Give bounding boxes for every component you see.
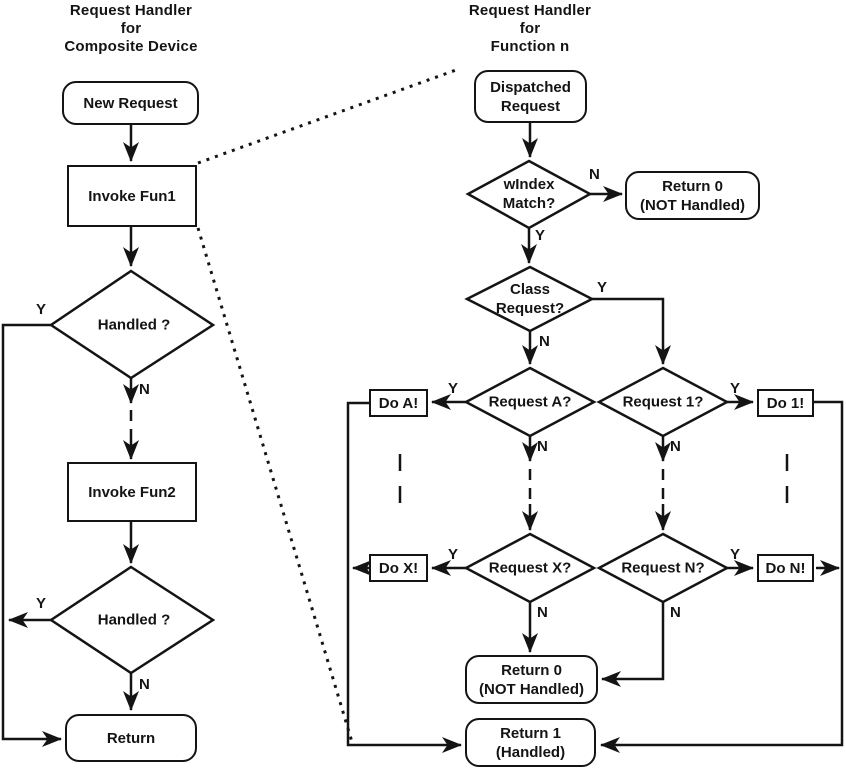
request-n-no-label: N (670, 604, 681, 621)
request-a-no-label: N (537, 438, 548, 455)
decision-windex-match: wIndex Match? (502, 176, 556, 212)
handled2-no-label: N (139, 676, 150, 693)
windex-yes-label: Y (535, 227, 546, 244)
diamond-handled2 (48, 565, 216, 675)
diamond-handled1 (48, 269, 216, 380)
node-do-n: Do N! (757, 554, 814, 582)
node-do-1: Do 1! (757, 389, 814, 417)
expansion-dotted-top (197, 68, 457, 165)
node-return0-bottom: Return 0 (NOT Handled) (465, 655, 598, 704)
request-x-no-label: N (537, 604, 548, 621)
left-diagram-title: Request Handler for Composite Device (64, 2, 198, 55)
node-return0-top: Return 0 (NOT Handled) (625, 171, 760, 220)
decision-request-x: Request X? (488, 559, 572, 577)
expansion-dotted-bottom (196, 227, 354, 743)
node-return1: Return 1 (Handled) (465, 718, 596, 767)
request-x-yes-label: Y (448, 546, 459, 563)
handled1-yes-label: Y (36, 301, 47, 318)
handled2-yes-label: Y (36, 595, 47, 612)
decision-request-n: Request N? (621, 559, 705, 577)
node-invoke-fun1: Invoke Fun1 (67, 165, 197, 227)
node-return: Return (65, 714, 197, 762)
decision-request-a: Request A? (488, 393, 572, 411)
decision-handled1: Handled ? (97, 316, 171, 334)
node-do-a: Do A! (369, 389, 428, 417)
node-new-request: New Request (62, 81, 199, 125)
class-yes-label: Y (597, 279, 608, 296)
handled1-no-label: N (139, 381, 150, 398)
decision-class-request: Class Request? (495, 281, 565, 317)
class-no-label: N (539, 333, 550, 350)
diamond-request-x (463, 532, 597, 604)
node-do-x: Do X! (369, 554, 428, 582)
request-1-no-label: N (670, 438, 681, 455)
windex-no-label: N (589, 166, 600, 183)
request-n-yes-label: Y (730, 546, 741, 563)
diamond-class-request (464, 265, 595, 333)
diamond-windex-match (465, 159, 593, 230)
decision-handled2: Handled ? (97, 611, 171, 629)
request-a-yes-label: Y (448, 380, 459, 397)
request-1-yes-label: Y (730, 380, 741, 397)
decision-request-1: Request 1? (622, 393, 704, 411)
node-dispatched-request: Dispatched Request (474, 70, 587, 123)
diamond-request-a (463, 366, 597, 438)
node-invoke-fun2: Invoke Fun2 (67, 462, 197, 522)
diamond-request-n (596, 532, 730, 604)
ellipsis-bars (398, 454, 789, 503)
right-diagram-title: Request Handler for Function n (468, 2, 592, 55)
diamond-request-1 (596, 366, 730, 438)
